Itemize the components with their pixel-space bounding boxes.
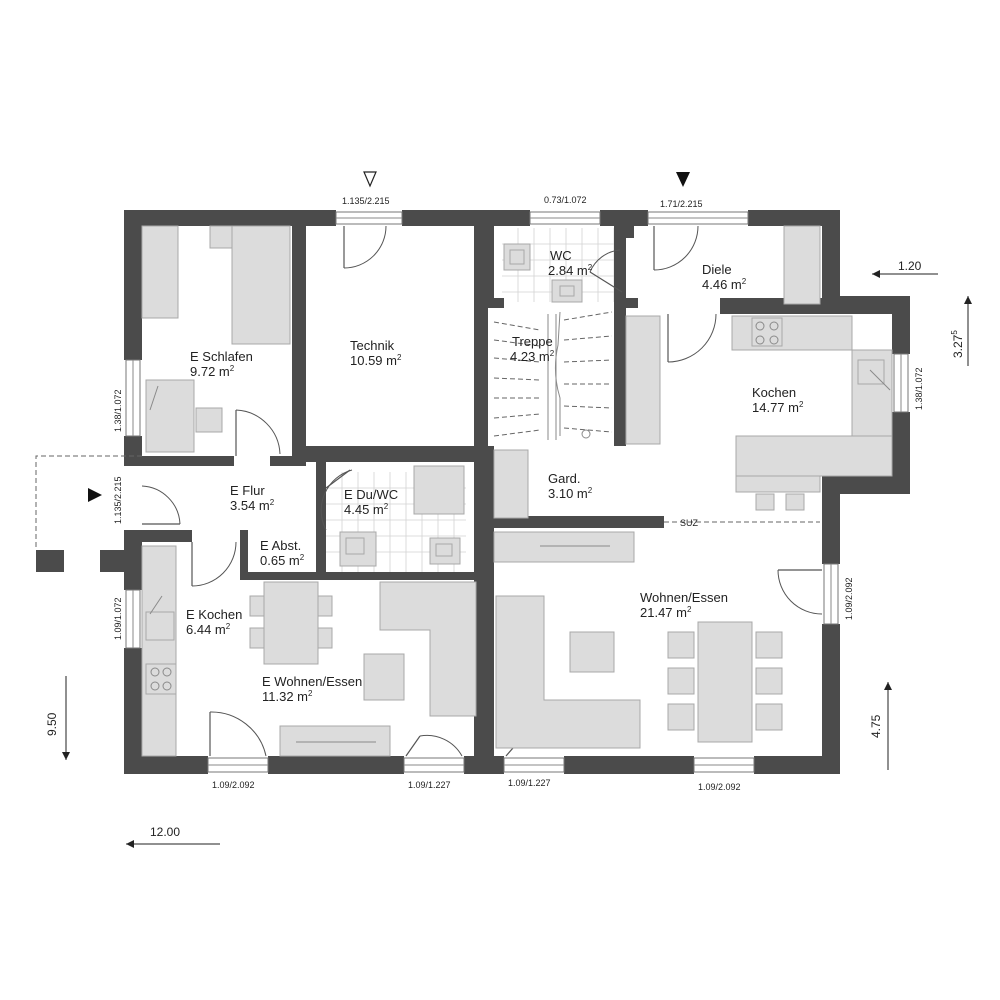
opening-left-flur: 1.135/2.215 [113,476,123,524]
room-area-kochen: 14.77 m2 [752,400,804,415]
dim-bay-width: 1.20 [898,259,922,273]
room-area-treppe: 4.23 m2 [510,349,555,364]
room-name-ewohnen: E Wohnen/Essen [262,674,362,689]
room-area-gard: 3.10 m2 [548,486,593,501]
opening-top-technik: 1.135/2.215 [342,196,390,206]
windows [125,211,909,773]
room-name-gard: Gard. [548,471,581,486]
staircase [493,311,613,440]
room-area-schlafen: 9.72 m2 [190,364,235,379]
dim-height: 9.50 [45,712,59,736]
wc-tiles [502,228,622,302]
entrance-arrow-icon [88,488,102,502]
opening-labels: 1.135/2.215 0.73/1.072 1.71/2.215 1.38/1… [113,195,924,792]
entrance-marker-filled-icon [676,172,690,187]
room-area-abst: 0.65 m2 [260,553,305,568]
room-area-diele: 4.46 m2 [702,277,747,292]
entrance-marker-open-icon [363,171,377,188]
room-area-duwc: 4.45 m2 [344,502,389,517]
room-name-treppe: Treppe [512,334,553,349]
room-area-flur: 3.54 m2 [230,498,275,513]
room-labels: E Schlafen 9.72 m2 Technik 10.59 m2 WC 2… [186,248,804,704]
room-name-flur: E Flur [230,483,265,498]
walls [36,210,910,774]
dim-width: 12.00 [150,825,180,839]
room-area-wohnen: 21.47 m2 [640,605,692,620]
furniture [141,225,893,757]
opening-bottom-1: 1.09/2.092 [212,780,255,790]
dimension-lines: 12.00 9.50 4.75 1.20 3.275 [45,259,972,848]
opening-top-wc: 0.73/1.072 [544,195,587,205]
opening-right-wohnen: 1.09/2.092 [844,577,854,620]
room-area-technik: 10.59 m2 [350,353,402,368]
room-name-wc: WC [550,248,572,263]
room-name-wohnen: Wohnen/Essen [640,590,728,605]
room-name-technik: Technik [350,338,395,353]
suz-label: SUZ [680,518,699,528]
room-name-kochen: Kochen [752,385,796,400]
room-name-diele: Diele [702,262,732,277]
dim-bay-depth: 3.275 [950,330,965,358]
opening-bottom-4: 1.09/2.092 [698,782,741,792]
dim-right-height: 4.75 [869,714,883,738]
entrance-canopy [35,455,142,550]
room-area-ewohnen: 11.32 m2 [262,689,313,704]
room-name-ekochen: E Kochen [186,607,242,622]
room-area-wc: 2.84 m2 [548,263,593,278]
room-name-duwc: E Du/WC [344,487,398,502]
opening-left-schlafen: 1.38/1.072 [113,389,123,432]
opening-bottom-2: 1.09/1.227 [408,780,451,790]
room-name-schlafen: E Schlafen [190,349,253,364]
opening-top-diele: 1.71/2.215 [660,199,703,209]
opening-left-kochen: 1.09/1.072 [113,597,123,640]
room-name-abst: E Abst. [260,538,301,553]
opening-bottom-3: 1.09/1.227 [508,778,551,788]
room-area-ekochen: 6.44 m2 [186,622,231,637]
opening-right-kochen: 1.38/1.072 [914,367,924,410]
